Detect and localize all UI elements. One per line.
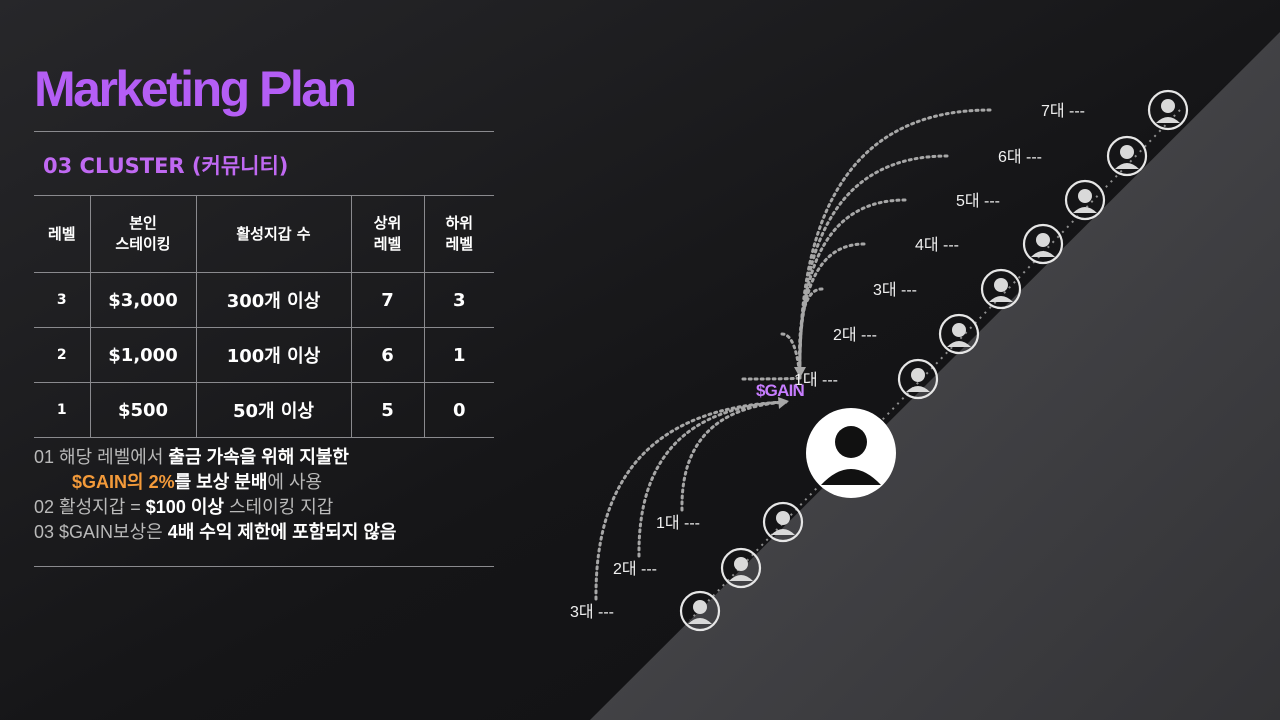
- cell-staking: $1,000: [89, 327, 196, 383]
- user-avatar-icon: [1106, 135, 1148, 177]
- note-line: 02 활성지갑 = $100 이상 스테이킹 지갑: [34, 497, 334, 517]
- cell-level: 1: [34, 382, 90, 438]
- page-title: Marketing Plan: [34, 61, 357, 117]
- cell-lower-level: 0: [423, 382, 494, 438]
- dotted-arc: [637, 400, 788, 558]
- generation-label: 1대 ---: [656, 514, 700, 532]
- dotted-arc: [741, 376, 802, 381]
- center-avatar-icon: [821, 426, 881, 485]
- table-row: 2 $1,000 100개 이상 6 1: [34, 327, 494, 383]
- generation-label: 2대 ---: [833, 326, 877, 344]
- user-avatar-icon: [938, 313, 980, 355]
- title-divider: [34, 131, 494, 132]
- generation-label: 3대 ---: [570, 603, 614, 621]
- user-avatar-icon: [679, 590, 721, 632]
- gain-percent-highlight: $GAIN의 2%: [72, 472, 175, 492]
- table-row: 1 $500 50개 이상 5 0: [34, 382, 494, 438]
- header-upper-level: 상위 레벨: [350, 195, 424, 273]
- cell-level: 2: [34, 327, 90, 383]
- generation-label: 2대 ---: [613, 560, 657, 578]
- arrow-head-icon: [778, 397, 789, 409]
- user-avatar-icon: [762, 501, 804, 543]
- generation-label: 4대 ---: [915, 236, 959, 254]
- user-avatar-icon: [1022, 223, 1064, 265]
- note-line: $GAIN의 2%를 보상 분배에 사용: [72, 472, 323, 492]
- diagonal-panel: [590, 32, 1280, 720]
- diagonal-dotted-line: [689, 109, 1181, 621]
- notes: 01 해당 레벨에서 출금 가속을 위해 지불한 $GAIN의 2%를 보상 분…: [34, 445, 494, 545]
- notes-divider: [34, 566, 494, 567]
- user-avatar-icon: [1147, 89, 1189, 131]
- section-subtitle: 03 CLUSTER (커뮤니티): [43, 154, 289, 178]
- cell-active-wallets: 300개 이상: [195, 272, 351, 328]
- level-table: 레벨 본인 스테이킹 활성지갑 수 상위 레벨 하위 레벨: [34, 195, 494, 438]
- generation-label: 6대 ---: [998, 148, 1042, 166]
- cell-active-wallets: 50개 이상: [195, 382, 351, 438]
- cell-staking: $3,000: [89, 272, 196, 328]
- gain-label: $GAIN: [756, 381, 804, 400]
- node-group: 1대 --- 2대 --- 3대 --- 4대 --- 5대 --- 6대 --- 7대 -…: [570, 89, 1189, 632]
- table-header-row: 레벨 본인 스테이킹 활성지갑 수 상위 레벨 하위 레벨: [34, 195, 494, 273]
- dotted-arc: [594, 400, 788, 601]
- user-avatar-icon: [897, 358, 939, 400]
- generation-label: 7대 ---: [1041, 102, 1085, 120]
- generation-label: 1대 ---: [794, 371, 838, 389]
- cell-staking: $500: [89, 382, 196, 438]
- user-avatar-icon: [1064, 179, 1106, 221]
- generation-label: 5대 ---: [956, 192, 1000, 210]
- cell-level: 3: [34, 272, 90, 328]
- arrow-head-icon: [794, 367, 806, 378]
- note-line: 03 $GAIN보상은 4배 수익 제한에 포함되지 않음: [34, 522, 397, 542]
- dotted-arc: [798, 242, 866, 380]
- header-active-wallets: 활성지갑 수: [195, 195, 351, 273]
- cell-lower-level: 3: [423, 272, 494, 328]
- dotted-arc: [798, 108, 992, 380]
- cell-active-wallets: 100개 이상: [195, 327, 351, 383]
- header-lower-level: 하위 레벨: [423, 195, 494, 273]
- arc-group: [594, 108, 992, 601]
- center-node: [806, 408, 896, 498]
- cell-upper-level: 5: [350, 382, 424, 438]
- generation-label: 3대 ---: [873, 281, 917, 299]
- user-avatar-icon: [720, 547, 762, 589]
- table-row: 3 $3,000 300개 이상 7 3: [34, 272, 494, 328]
- cell-upper-level: 6: [350, 327, 424, 383]
- user-avatar-icon: [980, 268, 1022, 310]
- note-line: 01 해당 레벨에서 출금 가속을 위해 지불한: [34, 447, 349, 467]
- dotted-arc: [798, 154, 949, 380]
